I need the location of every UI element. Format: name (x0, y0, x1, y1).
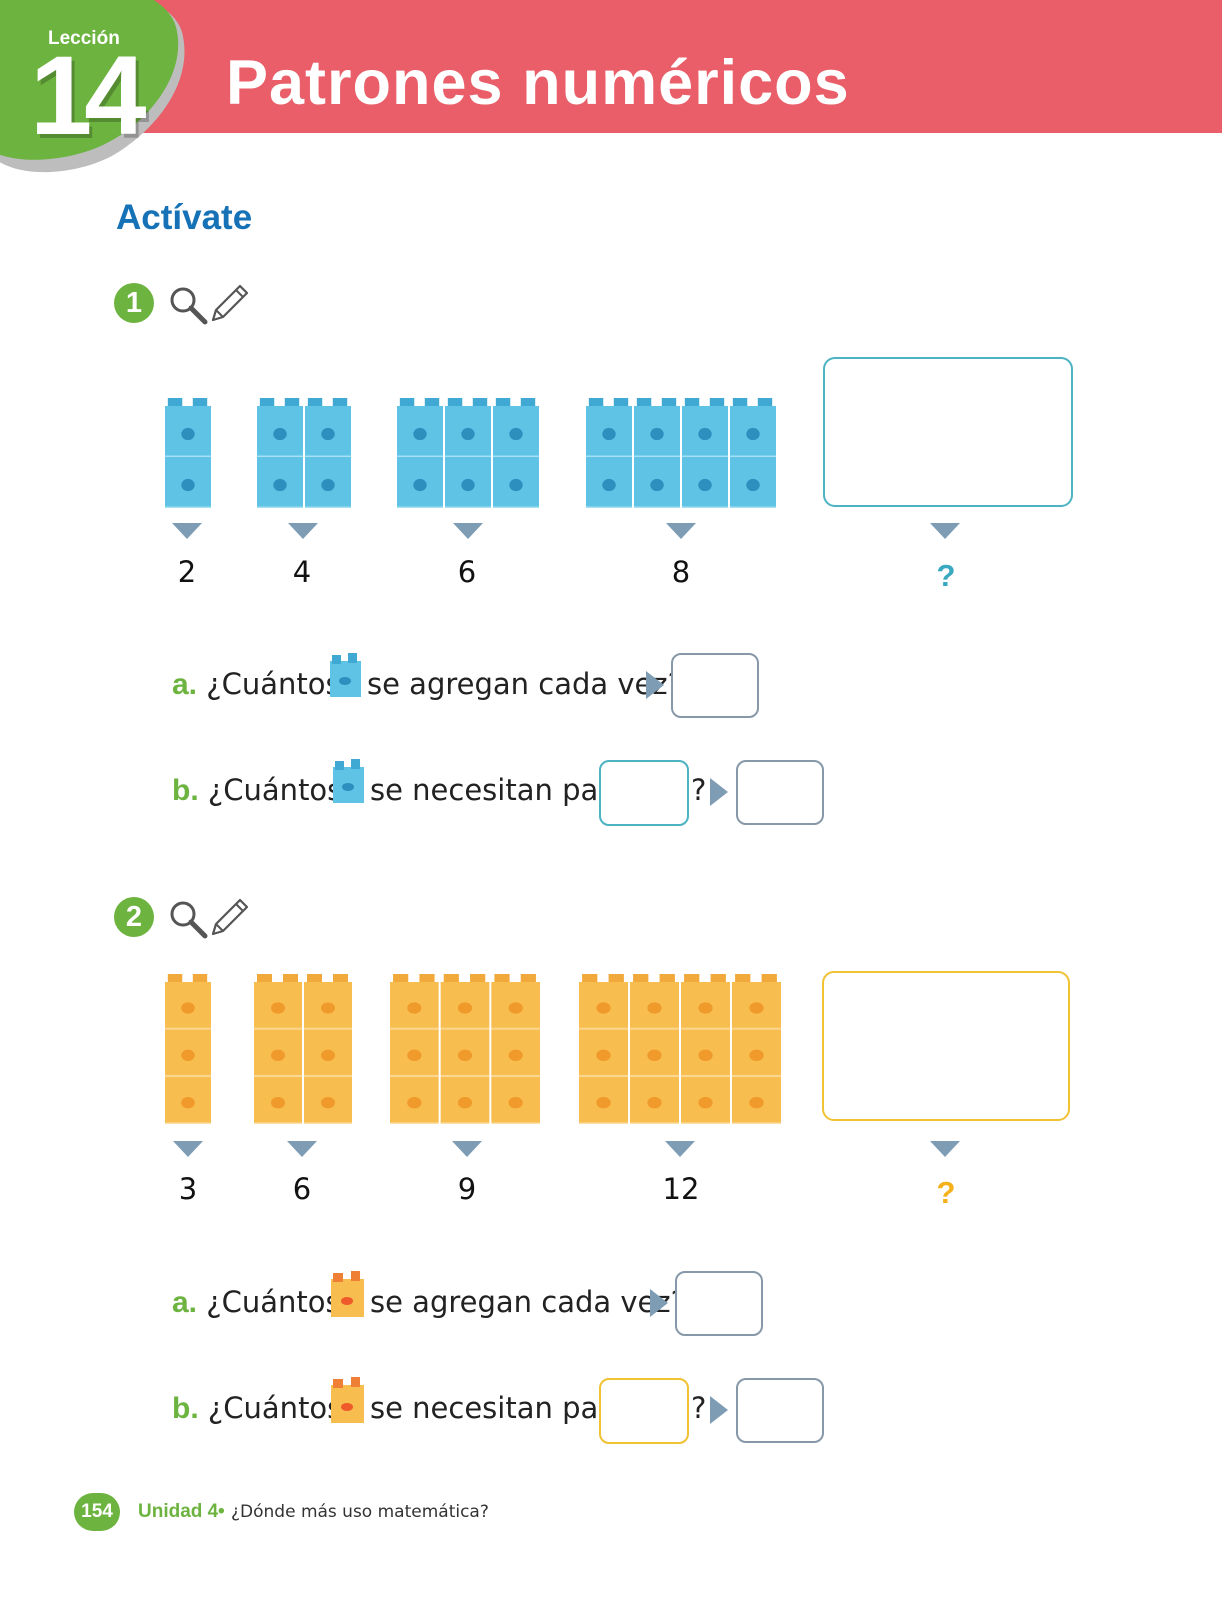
orange-cube-icon (331, 1377, 364, 1423)
question-1a: a. ¿Cuántos (172, 670, 341, 700)
blue-cube-icon (333, 759, 364, 803)
pattern-answer-box-1[interactable] (823, 357, 1073, 507)
question-text: se necesitan para (370, 1391, 628, 1425)
pencil-icon (211, 898, 249, 936)
question-2a: a. ¿Cuántos (172, 1288, 341, 1318)
blue-cube-icon (330, 653, 361, 697)
exercise-number-1: 1 (114, 283, 154, 323)
answer-box-2a[interactable] (675, 1271, 763, 1336)
play-arrow-icon (650, 1289, 668, 1317)
cube-group-1-4 (586, 398, 776, 508)
cube-column (165, 974, 211, 1124)
pattern-answer-box-2[interactable] (822, 971, 1070, 1121)
cube-column (254, 974, 302, 1124)
page-title: Patrones numéricos (226, 48, 850, 118)
cube-column (634, 398, 680, 508)
question-end: ? (691, 1391, 707, 1425)
orange-cube-icon (331, 1271, 364, 1317)
magnifier-icon (170, 901, 208, 939)
section-heading: Actívate (116, 198, 253, 237)
play-arrow-icon (710, 778, 728, 806)
down-arrow-icon (173, 1141, 203, 1157)
footer-text: ¿Dónde más uso matemática? (231, 1502, 489, 1522)
cube-group-2-4 (579, 974, 781, 1124)
cube-group-2-1 (165, 974, 211, 1124)
cube-column (390, 974, 439, 1124)
down-arrow-icon (665, 1141, 695, 1157)
footer-separator: • (218, 1501, 225, 1522)
question-text: se agregan cada vez? (367, 667, 683, 701)
sequence-value: 2 (177, 555, 197, 589)
question-1b: b. ¿Cuántos (172, 776, 342, 806)
lesson-label: Lección (48, 28, 120, 49)
cube-group-1-1 (165, 398, 211, 508)
header-band (0, 0, 1222, 133)
lesson-badge (0, 0, 185, 173)
blank-input-2b[interactable] (599, 1378, 689, 1444)
magnifier-icon (170, 287, 208, 325)
down-arrow-icon (930, 1141, 960, 1157)
cube-group-1-3 (397, 398, 539, 508)
sequence-value: 6 (292, 1172, 312, 1206)
cube-group-1-2 (257, 398, 351, 508)
down-arrow-icon (288, 523, 318, 539)
blank-input-1b[interactable] (599, 760, 689, 826)
pencil-icon (211, 284, 249, 322)
question-text: se agregan cada vez? (370, 1285, 686, 1319)
cube-column (682, 398, 728, 508)
question-text: ¿Cuántos (207, 1391, 343, 1425)
question-text: ¿Cuántos (206, 1285, 341, 1319)
cube-column (681, 974, 730, 1124)
answer-box-2b[interactable] (736, 1378, 824, 1443)
question-letter: b. (172, 1392, 199, 1425)
cube-group-2-2 (254, 974, 352, 1124)
play-arrow-icon (710, 1396, 728, 1424)
cube-column (165, 398, 211, 508)
exercise-number-2: 2 (114, 897, 154, 937)
sequence-value: 6 (457, 555, 477, 589)
question-end: ? (691, 773, 707, 807)
sequence-value: 4 (292, 555, 312, 589)
cube-column (304, 974, 352, 1124)
sequence-value: 3 (178, 1172, 198, 1206)
question-letter: b. (172, 774, 199, 807)
play-arrow-icon (646, 671, 664, 699)
cube-column (493, 398, 539, 508)
footer-unit: Unidad 4 (138, 1501, 219, 1522)
unknown-term: ? (936, 558, 956, 593)
cube-column (445, 398, 491, 508)
down-arrow-icon (453, 523, 483, 539)
cube-column (305, 398, 351, 508)
cube-column (579, 974, 628, 1124)
answer-box-1b[interactable] (736, 760, 824, 825)
sequence-value: 8 (671, 555, 691, 589)
cube-group-2-3 (390, 974, 540, 1124)
lesson-number: 14 (30, 33, 147, 158)
sequence-value: 12 (662, 1172, 700, 1206)
cube-column (630, 974, 679, 1124)
question-text: ¿Cuántos (207, 773, 343, 807)
question-letter: a. (172, 1286, 198, 1319)
cube-column (586, 398, 632, 508)
down-arrow-icon (666, 523, 696, 539)
question-letter: a. (172, 668, 198, 701)
cube-column (730, 398, 776, 508)
down-arrow-icon (287, 1141, 317, 1157)
sequence-value: 9 (457, 1172, 477, 1206)
page-number: 154 (74, 1493, 120, 1531)
question-text: ¿Cuántos (206, 667, 341, 701)
cube-column (440, 974, 490, 1124)
cube-column (257, 398, 303, 508)
down-arrow-icon (172, 523, 202, 539)
cube-column (491, 974, 540, 1124)
answer-box-1a[interactable] (671, 653, 759, 718)
cube-column (397, 398, 443, 508)
unknown-term: ? (936, 1175, 956, 1210)
down-arrow-icon (452, 1141, 482, 1157)
question-text: se necesitan para (370, 773, 628, 807)
cube-column (732, 974, 781, 1124)
question-2b: b. ¿Cuántos (172, 1394, 342, 1424)
down-arrow-icon (930, 523, 960, 539)
